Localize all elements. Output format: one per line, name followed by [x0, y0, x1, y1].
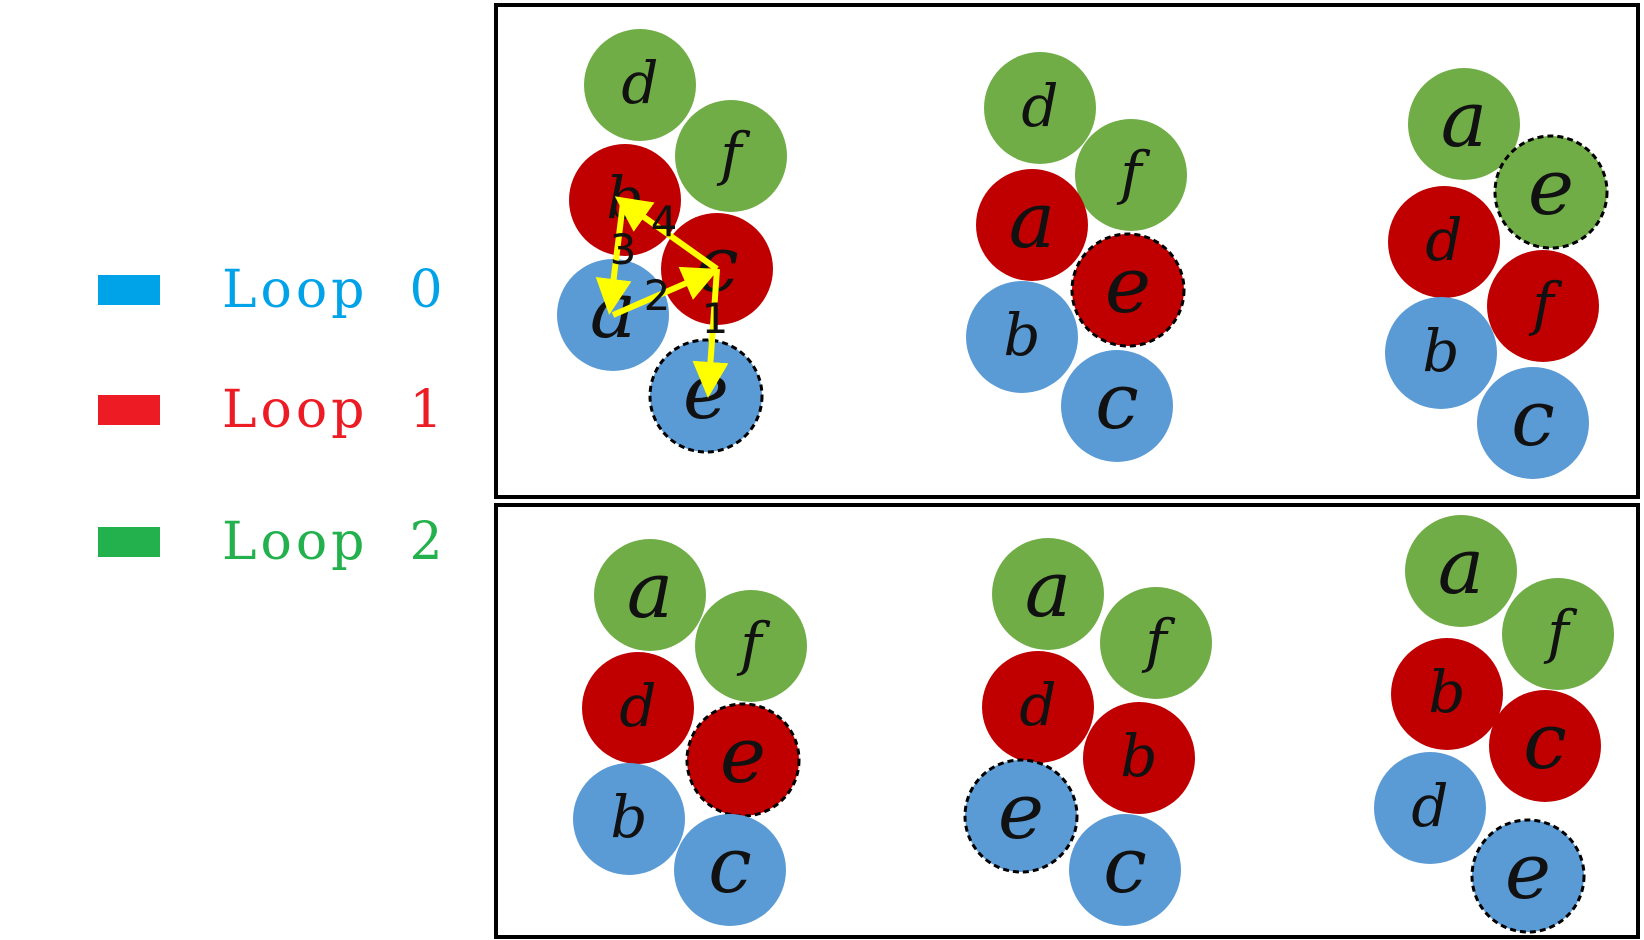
- node-circle: [1075, 119, 1187, 231]
- node-circle: [675, 100, 787, 212]
- step-number: 2: [644, 271, 671, 320]
- node-circle: [1100, 587, 1212, 699]
- node-letter: d: [1019, 671, 1056, 739]
- node-letter: e: [998, 767, 1044, 857]
- node-circle: [1502, 578, 1614, 690]
- legend-swatch: [98, 527, 160, 557]
- legend-item-loop-0: Loop 0: [98, 260, 447, 320]
- node-letter: e: [683, 347, 729, 437]
- node-letter: e: [720, 711, 766, 801]
- node-circle: [963, 758, 1079, 874]
- node-circle: [1489, 690, 1601, 802]
- node-letter: a: [627, 546, 674, 636]
- node-letter: d: [621, 49, 658, 117]
- node-circle: [1405, 515, 1517, 627]
- node-circle: [1470, 818, 1586, 934]
- node-circle: [685, 702, 801, 818]
- legend-label: Loop 0: [222, 260, 447, 320]
- node-letter: d: [1411, 772, 1448, 840]
- legend: Loop 0 Loop 1 Loop 2: [0, 0, 480, 940]
- node-letter: d: [1021, 72, 1058, 140]
- traversal-arrow: [614, 196, 719, 272]
- node-letter: d: [1425, 206, 1462, 274]
- node-letter: c: [708, 821, 752, 911]
- node-circle: [1083, 702, 1195, 814]
- node-circle: [984, 52, 1096, 164]
- node-circle: [1374, 752, 1486, 864]
- step-number: 3: [610, 225, 637, 274]
- node-letter: b: [1428, 658, 1465, 726]
- node-circle: [1385, 297, 1497, 409]
- node-letter: a: [1441, 75, 1488, 165]
- node-letter: b: [1120, 722, 1157, 790]
- node-circle: [976, 169, 1088, 281]
- node-circle: [966, 281, 1078, 393]
- node-letter: c: [1095, 357, 1139, 447]
- legend-item-loop-1: Loop 1: [98, 380, 447, 440]
- node-letter: d: [619, 672, 656, 740]
- node-circle: [594, 539, 706, 651]
- legend-item-loop-2: Loop 2: [98, 512, 447, 572]
- node-circle: [695, 590, 807, 702]
- node-letter: b: [606, 164, 643, 232]
- node-circle: [982, 651, 1094, 763]
- node-circle: [582, 652, 694, 764]
- node-circle: [584, 29, 696, 141]
- bottom-panel-frame: [494, 503, 1640, 939]
- node-letter: e: [1105, 241, 1151, 331]
- legend-label: Loop 2: [222, 512, 447, 572]
- node-circle: [1061, 350, 1173, 462]
- node-circle: [992, 538, 1104, 650]
- node-letter: a: [1025, 545, 1072, 635]
- node-circle: [573, 763, 685, 875]
- step-number: 4: [651, 197, 678, 246]
- top-panel-frame: [494, 3, 1640, 499]
- node-circle: [674, 814, 786, 926]
- node-circle: [1477, 367, 1589, 479]
- node-circle: [1070, 232, 1186, 348]
- node-letter: b: [610, 783, 647, 851]
- node-letter: b: [1003, 301, 1040, 369]
- legend-label: Loop 1: [222, 380, 447, 440]
- node-circle: [1388, 186, 1500, 298]
- node-circle: [1408, 68, 1520, 180]
- node-letter: b: [1422, 317, 1459, 385]
- node-circle: [1069, 814, 1181, 926]
- node-circle: [1487, 250, 1599, 362]
- node-letter: c: [1523, 697, 1567, 787]
- node-letter: c: [1511, 374, 1555, 464]
- node-circle: [1493, 134, 1609, 250]
- legend-swatch: [98, 275, 160, 305]
- node-letter: e: [1528, 143, 1574, 233]
- node-letter: c: [1103, 821, 1147, 911]
- step-number: 1: [702, 294, 729, 343]
- node-letter: a: [1009, 176, 1056, 266]
- node-letter: a: [1438, 522, 1485, 612]
- node-letter: e: [1505, 827, 1551, 917]
- node-circle: [1391, 638, 1503, 750]
- legend-swatch: [98, 395, 160, 425]
